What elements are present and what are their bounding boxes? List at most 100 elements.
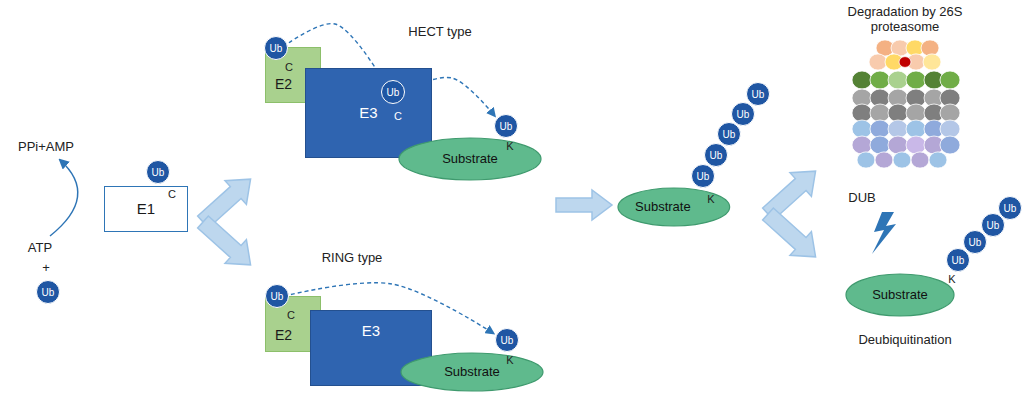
residue-letter: K — [707, 193, 714, 206]
node-label: Substrate — [872, 288, 928, 302]
proteasome-subunit — [888, 136, 908, 154]
ubiquitin-label: Ub — [500, 121, 513, 132]
proteasome-subunit — [852, 136, 872, 154]
proteasome-subunit — [929, 152, 947, 168]
ubiquitin-label: Ub — [723, 129, 736, 140]
node-label: E3 — [359, 105, 377, 122]
proteasome-subunit — [875, 152, 893, 168]
node-label: E3 — [362, 323, 380, 340]
ubiquitin-label: Ub — [710, 150, 723, 161]
ubiquitin-label: Ub — [152, 167, 165, 178]
node-label: Substrate — [444, 365, 500, 379]
ubiquitin-circle: Ub — [494, 114, 518, 138]
ubiquitin-circle: Ub — [36, 280, 60, 304]
ubiquitin-label: Ub — [387, 87, 400, 98]
ubiquitin-label: Ub — [737, 109, 750, 120]
ubiquitin-label: Ub — [752, 89, 765, 100]
proteasome-subunit — [899, 57, 911, 68]
proteasome-subunit — [870, 104, 890, 122]
ubiquitin-circle: Ub — [731, 102, 755, 126]
proteasome-subunit — [906, 104, 926, 122]
ubiquitin-circle: Ub — [264, 36, 288, 60]
annotation-label: ATP — [28, 241, 52, 256]
ubiquitin-label: Ub — [270, 43, 283, 54]
node-label: E1 — [137, 201, 155, 218]
proteasome-subunit — [870, 136, 890, 154]
node-label: E2 — [275, 328, 292, 343]
proteasome-subunit — [852, 104, 872, 122]
ubiquitin-circle: Ub — [495, 328, 519, 352]
ubiquitin-label: Ub — [42, 287, 55, 298]
annotation-label: DUB — [848, 191, 875, 206]
residue-letter: K — [506, 354, 513, 367]
block-arrow — [757, 202, 826, 269]
proteasome-subunit — [852, 71, 872, 89]
residue-letter: C — [287, 309, 295, 322]
proteasome-subunit — [888, 120, 908, 138]
proteasome-subunit — [906, 136, 926, 154]
substrate-ellipse: Substrate — [398, 137, 542, 181]
proteasome-subunit — [870, 120, 890, 138]
annotation-label: Degradation by 26S proteasome — [830, 5, 980, 35]
node-label: E2 — [275, 77, 292, 92]
ubiquitin-label: Ub — [271, 291, 284, 302]
residue-letter: C — [394, 110, 402, 123]
proteasome-subunit — [923, 54, 941, 70]
proteasome-subunit — [870, 71, 890, 89]
proteasome-subunit — [852, 120, 872, 138]
substrate-ellipse: Substrate — [400, 352, 544, 392]
ubiquitin-circle: Ub — [946, 248, 970, 272]
lightning-bolt — [872, 212, 896, 254]
proteasome-subunit — [888, 71, 908, 89]
proteasome-subunit — [888, 104, 908, 122]
fork-arrow — [757, 202, 826, 269]
ubiquitin-circle: Ub — [265, 284, 289, 308]
substrate-ellipse: Substrate — [845, 273, 955, 317]
block-arrow — [556, 190, 612, 220]
ellipse-shape — [399, 138, 541, 180]
proteasome-subunit — [893, 152, 911, 168]
residue-letter: C — [285, 61, 293, 74]
ubiquitin-circle: Ub — [381, 80, 405, 104]
block-arrow — [192, 210, 261, 277]
ubiquitin-label: Ub — [952, 255, 965, 266]
atp-arrow — [50, 160, 78, 236]
proteasome-subunit — [906, 120, 926, 138]
ubiquitin-label: Ub — [697, 171, 710, 182]
node-label: Substrate — [442, 152, 498, 166]
ubiquitin-circle: Ub — [998, 196, 1022, 220]
proteasome-subunit — [921, 40, 939, 56]
ubiquitin-circle: Ub — [146, 160, 170, 184]
annotation-label: Deubiquitination — [858, 333, 951, 348]
annotation-label: RING type — [322, 251, 383, 266]
ellipse-shape — [401, 353, 543, 391]
proteasome-subunit — [906, 71, 926, 89]
ubiquitin-circle: Ub — [704, 143, 728, 167]
residue-letter: K — [506, 140, 513, 153]
proteasome-subunit — [940, 104, 960, 122]
ellipse-shape — [618, 188, 730, 226]
residue-letter: K — [948, 273, 955, 286]
ubiquitin-label: Ub — [987, 220, 1000, 231]
ubiquitin-label: Ub — [969, 237, 982, 248]
ubiquitin-circle: Ub — [963, 230, 987, 254]
ubiquitin-label: Ub — [1004, 203, 1017, 214]
ubiquitin-label: Ub — [501, 335, 514, 346]
annotation-label: HECT type — [408, 25, 471, 40]
ubiquitin-circle: Ub — [717, 122, 741, 146]
residue-letter: C — [168, 188, 176, 201]
node-label: Substrate — [635, 200, 691, 214]
annotation-label: + — [42, 261, 50, 276]
proteasome-subunit — [940, 136, 960, 154]
ubiquitin-circle: Ub — [746, 82, 770, 106]
enzyme-box: E3 — [305, 68, 432, 158]
proteasome-subunit — [869, 54, 887, 70]
proteasome-subunit — [911, 152, 929, 168]
proteasome-subunit — [940, 71, 960, 89]
proteasome-subunit — [857, 152, 875, 168]
fork-arrow — [192, 210, 261, 277]
proteasome-icon — [852, 40, 960, 168]
annotation-label: PPi+AMP — [18, 140, 74, 155]
ubiquitin-circle: Ub — [691, 164, 715, 188]
